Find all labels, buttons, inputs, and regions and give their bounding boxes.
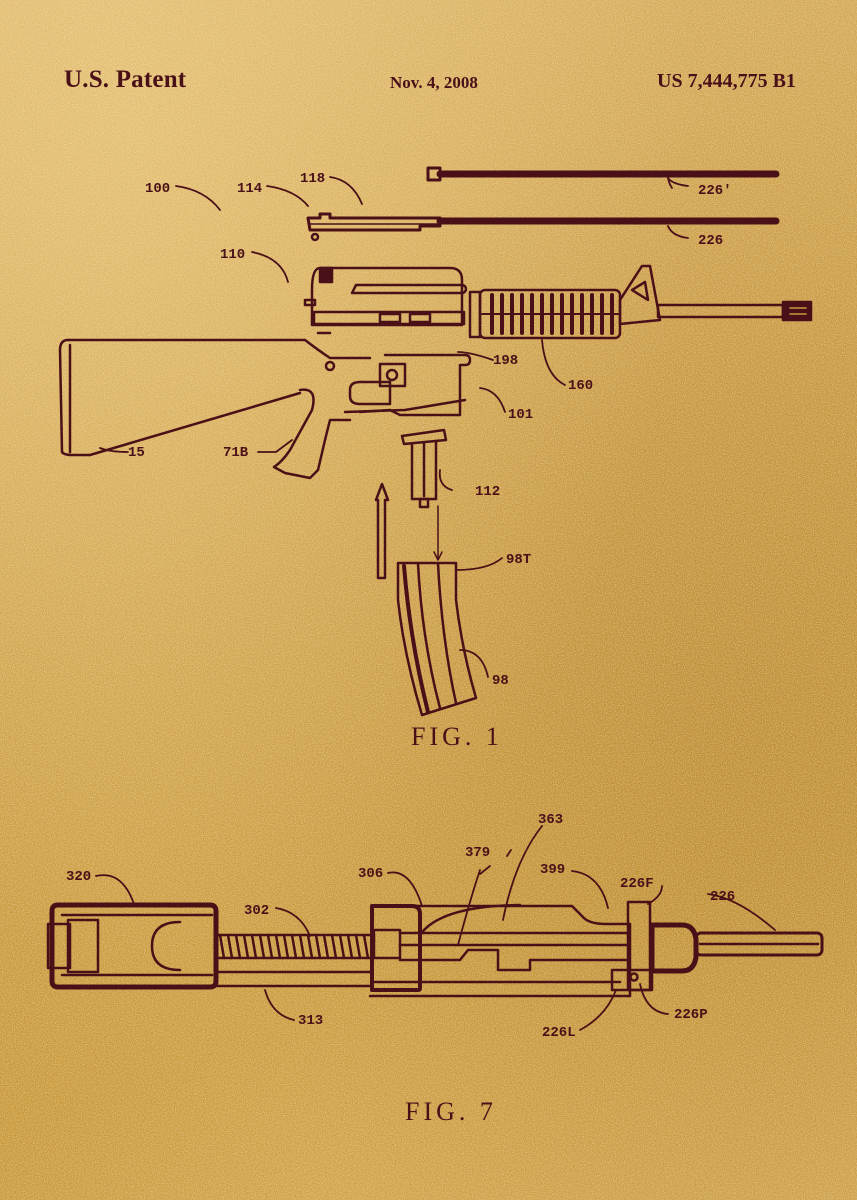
label-198: 198 bbox=[493, 353, 518, 369]
fig1-magazine-well-adapter bbox=[400, 428, 448, 561]
label-226-fig7: 226 bbox=[710, 889, 735, 905]
figure-7-caption: FIG. 7 bbox=[405, 1097, 497, 1126]
fig1-reference-labels: 100 114 118 226' 226 110 198 160 101 15 … bbox=[128, 171, 732, 689]
patent-header-label: U.S. Patent bbox=[64, 66, 187, 93]
patent-number: US 7,444,775 B1 bbox=[657, 70, 796, 92]
fig1-insert-arrow-icon bbox=[374, 482, 390, 580]
label-110: 110 bbox=[220, 247, 245, 263]
fig7-spring bbox=[214, 933, 374, 988]
label-399: 399 bbox=[540, 862, 565, 878]
label-226: 226 bbox=[698, 233, 723, 249]
patent-date: Nov. 4, 2008 bbox=[390, 73, 478, 92]
fig1-stock bbox=[58, 338, 372, 457]
fig1-grip bbox=[272, 388, 352, 480]
fig7-leader-lines bbox=[95, 825, 776, 1031]
fig1-magazine bbox=[396, 561, 478, 717]
label-100: 100 bbox=[145, 181, 170, 197]
fig1-rods bbox=[306, 166, 780, 242]
label-226f: 226F bbox=[620, 876, 654, 892]
label-363: 363 bbox=[538, 812, 563, 828]
label-98: 98 bbox=[492, 673, 509, 689]
label-160: 160 bbox=[568, 378, 593, 394]
fig7-reference-labels: 320 302 306 379 363 399 226F 226 313 226… bbox=[66, 812, 735, 1041]
fig1-upper-receiver bbox=[303, 266, 468, 335]
label-379: 379 bbox=[465, 845, 490, 861]
label-226-prime: 226' bbox=[698, 183, 732, 199]
fig1-handguard bbox=[468, 288, 622, 340]
label-71b: 71B bbox=[223, 445, 249, 461]
fig7-bolt-carrier bbox=[368, 903, 632, 998]
label-306: 306 bbox=[358, 866, 383, 882]
label-302: 302 bbox=[244, 903, 269, 919]
label-313: 313 bbox=[298, 1013, 323, 1029]
label-15: 15 bbox=[128, 445, 145, 461]
label-226l: 226L bbox=[542, 1025, 576, 1041]
fig1-leader-lines bbox=[99, 175, 689, 678]
label-118: 118 bbox=[300, 171, 325, 187]
fig1-front-sight-and-barrel bbox=[618, 264, 813, 326]
label-112: 112 bbox=[475, 484, 500, 500]
fig7-buffer-cap bbox=[46, 902, 219, 990]
label-320: 320 bbox=[66, 869, 91, 885]
label-114: 114 bbox=[237, 181, 262, 197]
label-98t: 98T bbox=[506, 552, 531, 568]
fig1-lower-receiver bbox=[343, 353, 472, 417]
fig7-rod-226 bbox=[649, 922, 824, 974]
label-101: 101 bbox=[508, 407, 533, 423]
label-226p: 226P bbox=[674, 1007, 708, 1023]
figure-1-caption: FIG. 1 bbox=[411, 722, 503, 751]
